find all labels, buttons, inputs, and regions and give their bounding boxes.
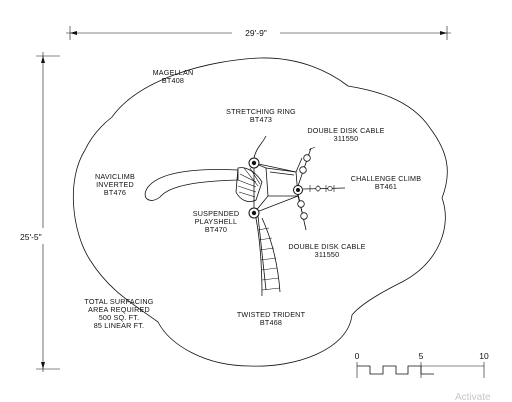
label-twisted-trident: TWISTED TRIDENT BT468 (237, 310, 306, 327)
svg-text:BT468: BT468 (260, 318, 282, 327)
svg-text:DOUBLE DISK CABLE: DOUBLE DISK CABLE (288, 242, 365, 251)
svg-text:BT473: BT473 (250, 115, 272, 124)
svg-text:311550: 311550 (315, 250, 340, 259)
svg-text:500 SQ. FT.: 500 SQ. FT. (99, 313, 140, 322)
naviclimb-arm (144, 169, 239, 201)
label-stretching-ring: STRETCHING RING BT473 (226, 107, 296, 124)
svg-text:BT408: BT408 (162, 76, 184, 85)
width-dimension: 29'-9" (66, 26, 451, 40)
svg-text:MAGELLAN: MAGELLAN (153, 68, 194, 77)
svg-text:PLAYSHELL: PLAYSHELL (195, 217, 237, 226)
double-disk-cable-bottom (297, 193, 308, 231)
label-suspended-playshell: SUSPENDED PLAYSHELL BT470 (193, 209, 240, 234)
scale-tick-5: 5 (419, 351, 424, 361)
label-challenge-climb: CHALLENGE CLIMB BT461 (351, 174, 422, 191)
label-naviclimb: NAVICLIMB INVERTED BT476 (95, 172, 135, 197)
svg-text:TOTAL SURFACING: TOTAL SURFACING (84, 297, 153, 306)
svg-text:85 LINEAR FT.: 85 LINEAR FT. (94, 321, 145, 330)
scale-tick-10: 10 (479, 351, 489, 361)
label-double-disk-cable-top: DOUBLE DISK CABLE 311550 (307, 126, 384, 143)
svg-text:NAVICLIMB: NAVICLIMB (95, 172, 135, 181)
suspended-playshell (235, 167, 263, 202)
surfacing-area-outline (72, 57, 448, 367)
svg-text:CHALLENGE CLIMB: CHALLENGE CLIMB (351, 174, 422, 183)
label-total-surfacing: TOTAL SURFACING AREA REQUIRED 500 SQ. FT… (84, 297, 153, 330)
svg-text:SUSPENDED: SUSPENDED (193, 209, 240, 218)
watermark: Activate (455, 392, 491, 402)
scale-bar: 0 5 10 (355, 351, 489, 378)
svg-text:DOUBLE DISK CABLE: DOUBLE DISK CABLE (307, 126, 384, 135)
twisted-trident (255, 215, 281, 297)
width-dimension-label: 29'-9" (245, 28, 267, 38)
svg-text:BT470: BT470 (205, 225, 227, 234)
height-dimension: 25'-5" (20, 52, 60, 372)
challenge-climb (302, 185, 346, 192)
svg-text:BT476: BT476 (104, 188, 126, 197)
double-disk-cable-top (297, 146, 316, 187)
label-magellan: MAGELLAN BT408 (153, 68, 194, 85)
posts (248, 157, 303, 219)
label-double-disk-cable-bottom: DOUBLE DISK CABLE 311550 (288, 242, 365, 259)
stretching-ring-arm (253, 135, 267, 159)
svg-text:STRETCHING RING: STRETCHING RING (226, 107, 296, 116)
height-dimension-label: 25'-5" (20, 232, 42, 242)
svg-text:311550: 311550 (334, 134, 359, 143)
svg-text:INVERTED: INVERTED (96, 180, 134, 189)
svg-text:TWISTED TRIDENT: TWISTED TRIDENT (237, 310, 306, 319)
scale-tick-0: 0 (355, 351, 360, 361)
svg-text:AREA REQUIRED: AREA REQUIRED (88, 305, 150, 314)
svg-text:BT461: BT461 (375, 182, 397, 191)
